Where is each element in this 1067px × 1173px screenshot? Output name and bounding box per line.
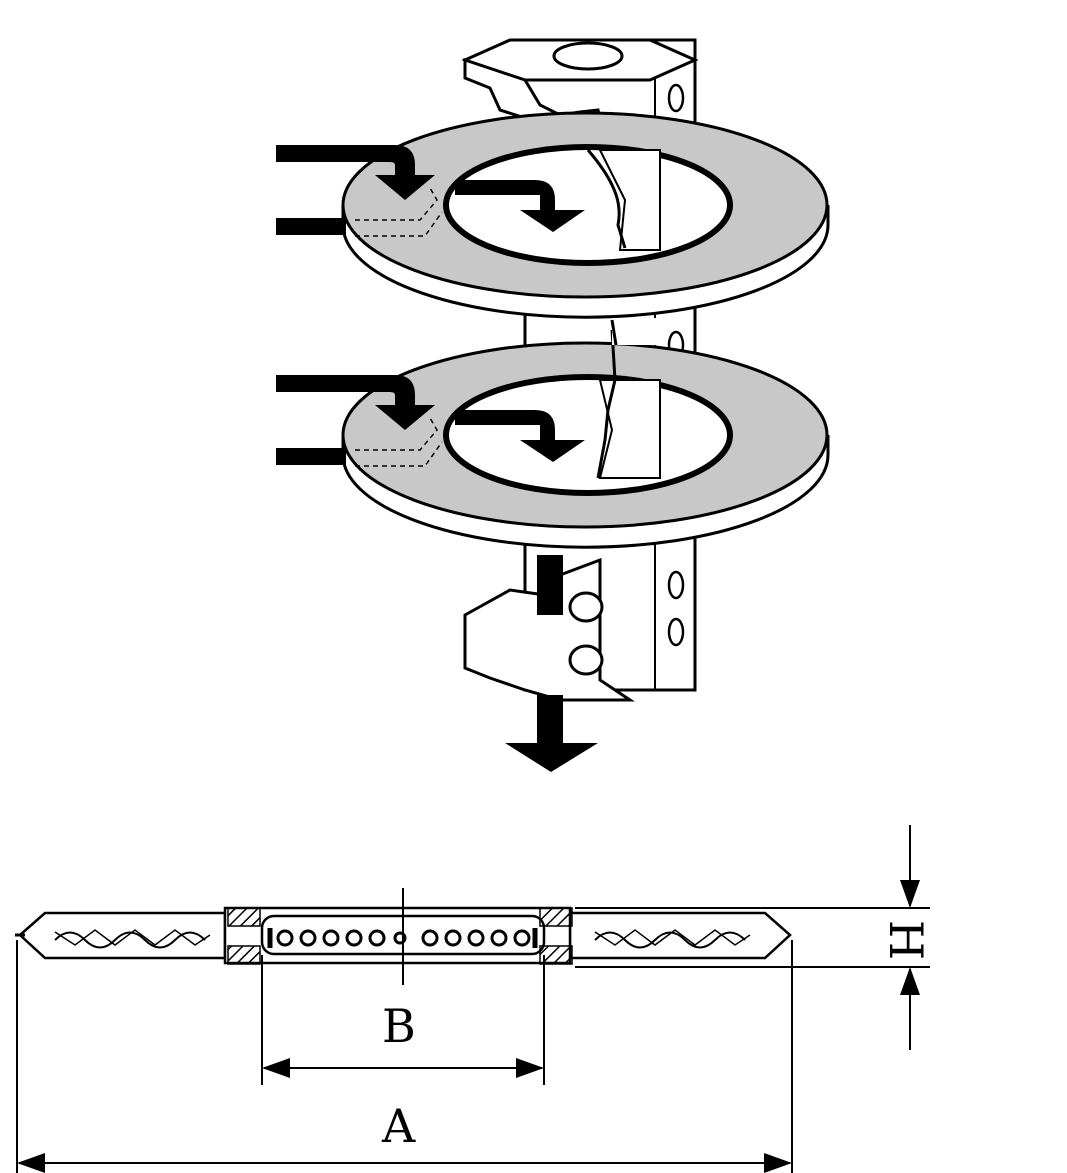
isometric-view <box>276 38 830 772</box>
section-view <box>15 888 792 985</box>
dimension-label-h: H <box>879 920 933 960</box>
dimension-lines <box>16 825 930 1173</box>
hub-perforations <box>276 929 531 947</box>
filter-disc-lower <box>341 329 830 549</box>
dimension-label-a: A <box>381 1099 416 1153</box>
flow-arrows <box>276 145 598 772</box>
dimension-label-b: B <box>382 999 416 1053</box>
filter-disc-upper <box>341 111 830 319</box>
core-bottom-breakout <box>463 557 635 702</box>
